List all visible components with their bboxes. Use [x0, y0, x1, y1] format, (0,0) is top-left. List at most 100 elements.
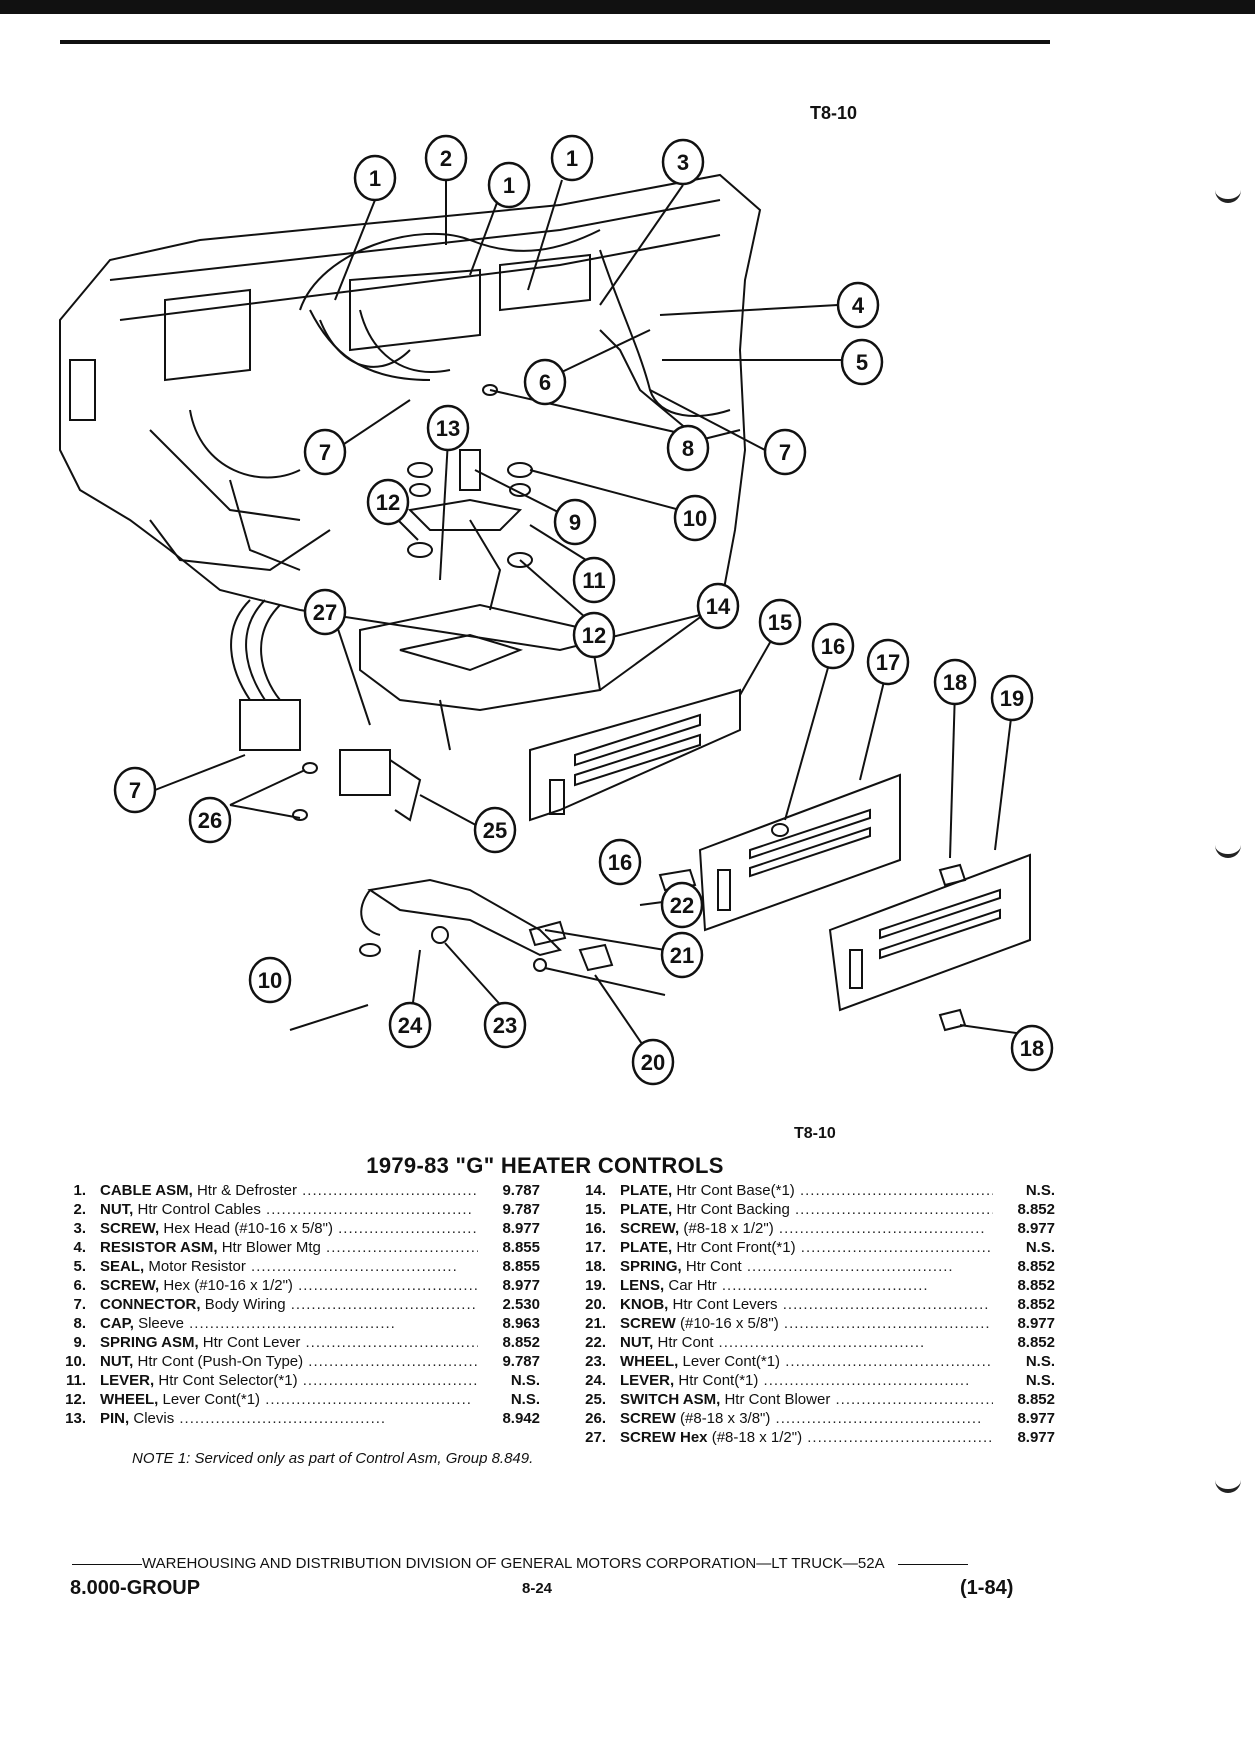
part-description: WHEEL, Lever Cont(*1) ..................…: [620, 1352, 993, 1371]
part-number: 4.: [73, 1239, 86, 1256]
part-row: 5.SEAL, Motor Resistor .................…: [40, 1257, 540, 1276]
part-row: 20.KNOB, Htr Cont Levers ...............…: [560, 1295, 1055, 1314]
dashboard-illustration: [59, 173, 1031, 1032]
leader-dots: ........................................: [308, 1353, 478, 1370]
part-row: 9.SPRING ASM, Htr Cont Lever ...........…: [40, 1333, 540, 1352]
part-name: NUT,: [620, 1334, 654, 1351]
part-detail: (#10-16 x 5/8"): [675, 1315, 779, 1332]
part-number: 1.: [73, 1182, 86, 1199]
leader-dots: ........................................: [260, 1391, 472, 1408]
part-description: PIN, Clevis ............................…: [100, 1409, 478, 1428]
part-name: RESISTOR ASM,: [100, 1239, 218, 1256]
part-description: SCREW, (#8-18 x 1/2") ..................…: [620, 1219, 993, 1238]
leader-dots: ........................................: [777, 1296, 990, 1313]
part-row: 22.NUT, Htr Cont .......................…: [560, 1333, 1055, 1352]
part-row: 13.PIN, Clevis .........................…: [40, 1409, 540, 1428]
part-group-number: N.S.: [510, 1372, 540, 1389]
diagram-svg: 1 2 1 1 3 4 5 6 7 7 8 13 9 10 12 11 12 1…: [59, 134, 1054, 1086]
leader-dots: ........................................: [795, 1239, 993, 1256]
binder-hole-mark: [1215, 1475, 1241, 1493]
part-group-number: 8.852: [1017, 1296, 1055, 1313]
callout-number: 27: [313, 600, 337, 625]
part-name: SCREW,: [100, 1220, 160, 1237]
part-detail: Htr Cont Front(*1): [672, 1239, 796, 1256]
leader-dots: ........................................: [285, 1296, 478, 1313]
part-group-number: 8.852: [1017, 1391, 1055, 1408]
part-detail: Hex (#10-16 x 1/2"): [159, 1277, 293, 1294]
part-group-number: 8.977: [1017, 1315, 1055, 1332]
callout-number: 10: [683, 506, 707, 531]
part-group-number: 8.942: [502, 1410, 540, 1427]
part-name: WHEEL,: [620, 1353, 679, 1370]
part-name: SCREW Hex: [620, 1429, 708, 1446]
part-number: 21.: [585, 1315, 606, 1332]
part-detail: Body Wiring: [200, 1296, 286, 1313]
part-number: 18.: [585, 1258, 606, 1275]
part-row: 2.NUT, Htr Control Cables ..............…: [40, 1200, 540, 1219]
leader-dots: ........................................: [326, 1239, 478, 1256]
leader-dots: ........................................: [758, 1372, 971, 1389]
part-group-number: 9.787: [502, 1201, 540, 1218]
part-detail: Htr Cont Levers: [668, 1296, 778, 1313]
part-name: PLATE,: [620, 1182, 673, 1199]
callout-number: 1: [369, 166, 381, 191]
part-number: 10.: [65, 1353, 86, 1370]
part-name: SCREW,: [100, 1277, 160, 1294]
callout-number: 23: [493, 1013, 517, 1038]
footer-division-text: WAREHOUSING AND DISTRIBUTION DIVISION OF…: [142, 1555, 884, 1572]
part-name: SWITCH ASM,: [620, 1391, 721, 1408]
part-detail: Htr Cont Lever: [198, 1334, 301, 1351]
part-detail: Sleeve: [133, 1315, 184, 1332]
figure-code-bottom: T8-10: [794, 1125, 836, 1142]
part-name: NUT,: [100, 1201, 134, 1218]
leader-dots: ........................................: [174, 1410, 387, 1427]
part-row: 3.SCREW, Hex Head (#10-16 x 5/8") ......…: [40, 1219, 540, 1238]
part-group-number: N.S.: [1025, 1239, 1055, 1256]
part-number: 17.: [585, 1239, 606, 1256]
part-description: LENS, Car Htr ..........................…: [620, 1276, 993, 1295]
part-detail: Htr Cont (Push-On Type): [133, 1353, 304, 1370]
part-description: PLATE, Htr Cont Front(*1) ..............…: [620, 1238, 993, 1257]
part-description: SCREW (#8-18 x 3/8") ...................…: [620, 1409, 993, 1428]
part-description: KNOB, Htr Cont Levers ..................…: [620, 1295, 993, 1314]
part-number: 9.: [73, 1334, 86, 1351]
part-detail: Motor Resistor: [144, 1258, 246, 1275]
part-row: 27.SCREW Hex (#8-18 x 1/2") ............…: [560, 1428, 1055, 1447]
part-description: PLATE, Htr Cont Backing ................…: [620, 1200, 993, 1219]
leader-dots: ........................................: [835, 1391, 993, 1408]
footer-rule-right: [897, 1563, 968, 1565]
part-name: PIN,: [100, 1410, 130, 1427]
part-number: 11.: [65, 1372, 86, 1389]
part-row: 26.SCREW (#8-18 x 3/8") ................…: [560, 1409, 1055, 1428]
part-description: RESISTOR ASM, Htr Blower Mtg ...........…: [100, 1238, 478, 1257]
part-description: NUT, Htr Cont ..........................…: [620, 1333, 993, 1352]
part-number: 5.: [73, 1258, 86, 1275]
part-row: 11.LEVER, Htr Cont Selector(*1) ........…: [40, 1371, 540, 1390]
figure-code-top: T8-10: [810, 103, 858, 123]
leader-dots: ........................................: [713, 1334, 926, 1351]
callout-number: 8: [682, 436, 694, 461]
leader-dots: ........................................: [183, 1315, 396, 1332]
part-number: 6.: [73, 1277, 86, 1294]
part-number: 15.: [585, 1201, 606, 1218]
part-name: LEVER,: [620, 1372, 675, 1389]
part-row: 25. SWITCH ASM, Htr Cont Blower .........…: [560, 1390, 1055, 1409]
callout-number: 16: [821, 634, 845, 659]
leader-dots: ........................................: [741, 1258, 954, 1275]
part-detail: Lever Cont(*1): [158, 1391, 261, 1408]
part-name: SCREW: [620, 1315, 676, 1332]
part-description: SCREW, Hex (#10-16 x 1/2") .............…: [100, 1276, 478, 1295]
exploded-parts-diagram: 1 2 1 1 3 4 5 6 7 7 8 13 9 10 12 11 12 1…: [0, 50, 1255, 1120]
callout-number: 7: [319, 440, 331, 465]
part-detail: Htr Cont Blower: [720, 1391, 831, 1408]
part-number: 7.: [73, 1296, 86, 1313]
leader-dots: ........................................: [260, 1201, 473, 1218]
leader-dots: ........................................: [770, 1410, 983, 1427]
callout-number: 9: [569, 510, 581, 535]
part-detail: Lever Cont(*1): [678, 1353, 781, 1370]
callout-number: 19: [1000, 686, 1024, 711]
part-number: 25.: [585, 1391, 606, 1408]
part-number: 12.: [65, 1391, 86, 1408]
callout-number: 25: [483, 818, 507, 843]
part-row: 19.LENS, Car Htr .......................…: [560, 1276, 1055, 1295]
